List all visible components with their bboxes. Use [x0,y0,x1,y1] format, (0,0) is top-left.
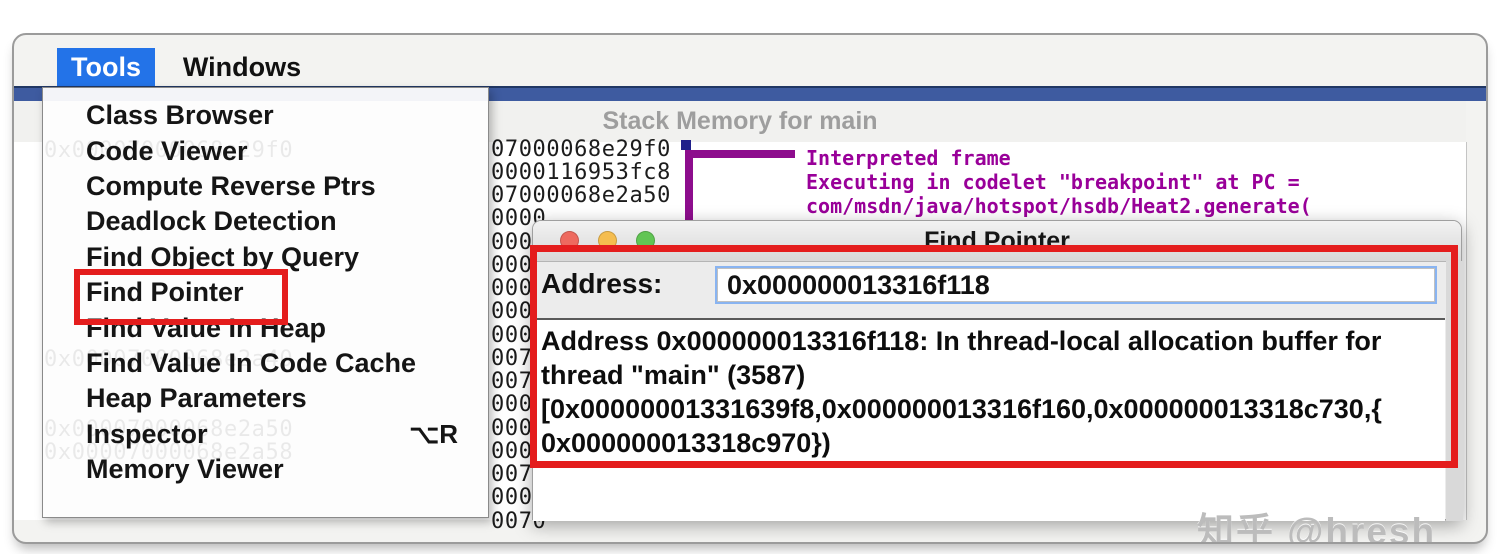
menubar-item-tools[interactable]: Tools [57,48,155,86]
menu-item-class-browser[interactable]: Class Browser [43,98,488,133]
menu-item-label: Heap Parameters [86,383,307,414]
menu-item-label: Memory Viewer [86,454,284,485]
dialog-separator [533,318,1445,320]
stack-memory-title: Stack Memory for main [602,107,878,135]
memory-address-row: 0000116953fc8 [491,160,671,185]
result-panel: Address 0x000000013316f118: In thread-lo… [533,320,1445,521]
address-input[interactable] [715,266,1437,304]
frame-annotation-line: com/msdn/java/hotspot/hsdb/Heat2.generat… [806,194,1312,218]
result-line: thread "main" (3587) [541,360,806,390]
menu-item-deadlock-detection[interactable]: Deadlock Detection [43,204,488,239]
ghost-memory-address: 0x00007000068e2a50 [44,417,294,442]
menu-item-label: Class Browser [86,100,274,131]
find-pointer-dialog-annotation-box [530,245,1458,468]
menu-item-label: Code Viewer [86,135,248,166]
menubar-item-windows[interactable]: Windows [182,51,302,82]
frame-annotation-line: Interpreted frame [806,146,1011,170]
memory-address-row: 07000068e29f0 [491,137,671,162]
result-line: 0x000000013318c970}) [541,428,831,458]
find-pointer-menu-annotation-box [74,269,288,325]
app-window-frame: Tools Windows Stack Memory for main 0700… [12,33,1488,544]
frame-annotation-line: Executing in codelet "breakpoint" at PC … [806,170,1300,194]
menu-item-inspector[interactable]: Inspector ⌥R [43,417,488,452]
menu-item-find-object-by-query[interactable]: Find Object by Query [43,240,488,275]
menu-item-find-value-in-code-cache[interactable]: Find Value In Code Cache [43,346,488,381]
ghost-memory-address: 0x00007000068e2a40 [44,347,294,372]
menu-item-label: Deadlock Detection [86,206,337,237]
menu-item-heap-parameters[interactable]: Heap Parameters [43,381,488,416]
address-label: Address: [541,268,663,299]
memory-address-row: 07000068e2a50 [491,183,671,208]
menu-item-find-pointer[interactable]: Find Pointer [43,275,488,310]
menu-item-label: Find Object by Query [86,241,360,272]
menu-item-label: Compute Reverse Ptrs [86,170,376,201]
ghost-memory-address: 0x00007000068e29f0 [44,138,294,163]
tools-menu-dropdown: Class Browser Code Viewer Compute Revers… [42,87,489,518]
menu-item-compute-reverse-ptrs[interactable]: Compute Reverse Ptrs [43,169,488,204]
result-line: [0x00000001331639f8,0x000000013316f160,0… [541,394,1382,424]
ghost-memory-address: 0x00007000068e2a58 [44,440,294,465]
menu-item-shortcut: ⌥R [409,418,458,449]
find-pointer-dialog: Find Pointer Address: Address 0x00000001… [532,220,1463,521]
menu-item-label: Find Pointer [86,277,244,308]
frame-bracket-horizontal [685,150,795,158]
menu-item-label: Inspector [86,418,208,449]
menu-item-code-viewer[interactable]: Code Viewer [43,133,488,168]
frame-marker-square [681,140,691,150]
watermark: 知乎 @hresh [1197,511,1437,544]
menu-item-memory-viewer[interactable]: Memory Viewer [43,452,488,487]
menu-item-label: Find Value In Code Cache [86,347,417,378]
result-line: Address 0x000000013316f118: In thread-lo… [541,326,1382,356]
